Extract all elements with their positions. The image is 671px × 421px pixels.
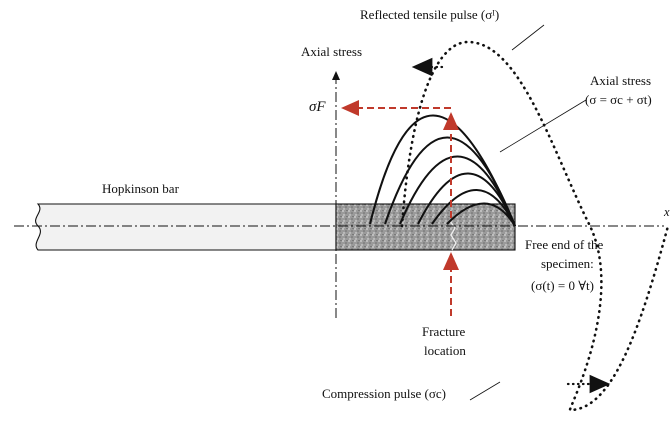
compression-pulse-label: Compression pulse (σc): [322, 386, 446, 401]
stress-curve-4: [417, 172, 516, 227]
stress-curve-3: [399, 155, 516, 227]
fracture-label-1: Fracture: [422, 324, 466, 339]
free-end-label-2: specimen:: [541, 256, 594, 271]
leader-reflected: [511, 24, 545, 51]
free-end-label-1: Free end of the: [525, 237, 604, 252]
hopkinson-bar: [35, 203, 337, 251]
stress-curve-6: [446, 202, 516, 227]
x-axis-label: x: [663, 205, 670, 219]
leader-axial-total: [499, 99, 587, 153]
stress-curve-5: [431, 188, 516, 227]
sigma-f-label: σF: [309, 99, 326, 115]
axial-stress-total-label-2: (σ = σc + σt): [585, 92, 652, 107]
axial-stress-total-label-1: Axial stress: [590, 73, 651, 88]
axial-stress-axis-label: Axial stress: [301, 44, 362, 59]
free-end-label-3: (σ(t) = 0 ∀t): [531, 278, 594, 293]
leader-compression: [469, 381, 501, 401]
hopkinson-bar-label: Hopkinson bar: [102, 181, 180, 196]
stress-curve-2: [384, 136, 516, 227]
stress-curves: [368, 114, 516, 227]
reflected-pulse-label: Reflected tensile pulse (σᴵ): [360, 7, 499, 22]
fracture-label-2: location: [424, 343, 466, 358]
